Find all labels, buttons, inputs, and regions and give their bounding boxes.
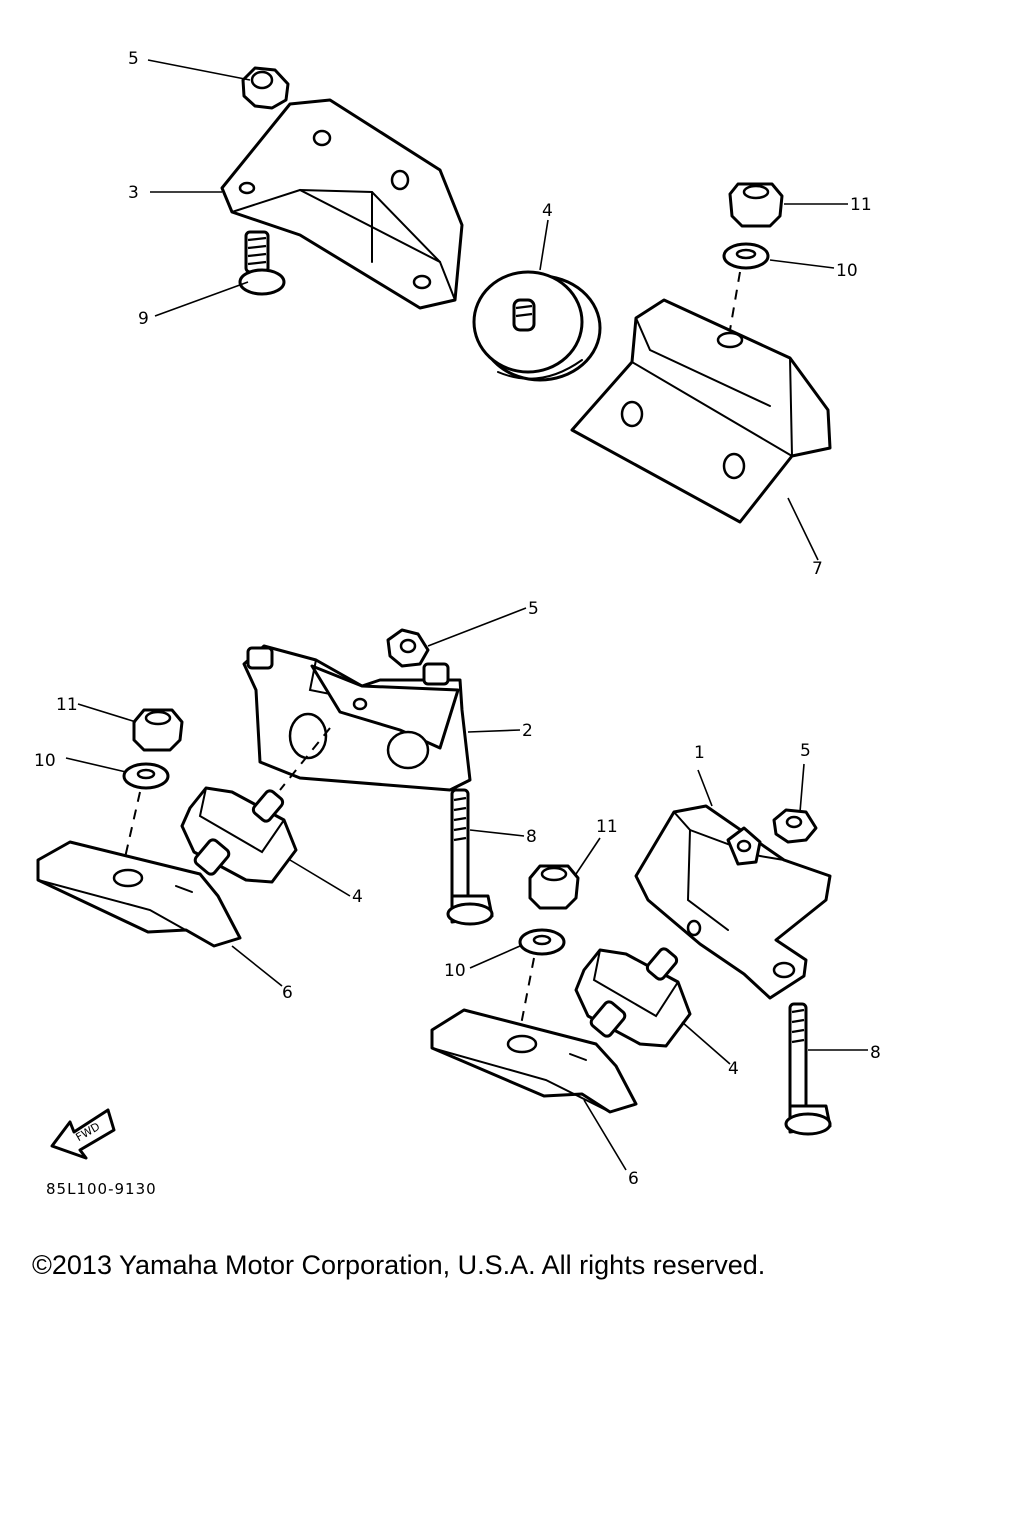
callout-5-right: 5 bbox=[800, 741, 811, 761]
part-7-bracket bbox=[570, 298, 832, 524]
callout-2: 2 bbox=[522, 721, 533, 741]
part-5-nut-right bbox=[772, 808, 818, 844]
part-10-washer-top bbox=[722, 242, 770, 270]
part-9-bolt bbox=[238, 230, 286, 296]
callout-5-mid: 5 bbox=[528, 599, 539, 619]
callout-3: 3 bbox=[128, 183, 139, 203]
part-11-nut-mid bbox=[528, 864, 580, 910]
part-2-bracket bbox=[242, 644, 472, 792]
part-11-nut-top bbox=[728, 182, 784, 228]
callout-10-mid: 10 bbox=[444, 961, 466, 981]
diagram-code: 85L100-9130 bbox=[46, 1180, 157, 1198]
part-4-damper-left bbox=[180, 786, 298, 884]
part-4-damper-right bbox=[574, 947, 692, 1048]
callout-11-left: 11 bbox=[56, 695, 78, 715]
part-10-washer-mid bbox=[518, 928, 566, 956]
callout-8-mid: 8 bbox=[526, 827, 537, 847]
copyright-notice: ©2013 Yamaha Motor Corporation, U.S.A. A… bbox=[32, 1250, 766, 1280]
part-5-nut-top bbox=[241, 66, 290, 110]
callout-10-left: 10 bbox=[34, 751, 56, 771]
part-4-damper-top bbox=[472, 270, 602, 382]
part-5-nut-mid bbox=[386, 628, 430, 668]
callout-4-right: 4 bbox=[728, 1059, 739, 1079]
callout-11-top: 11 bbox=[850, 195, 872, 215]
callout-4-top: 4 bbox=[542, 201, 553, 221]
callout-6-left: 6 bbox=[282, 983, 293, 1003]
callout-6-right: 6 bbox=[628, 1169, 639, 1189]
callout-11-mid: 11 bbox=[596, 817, 618, 837]
callout-8-right: 8 bbox=[870, 1043, 881, 1063]
callout-9: 9 bbox=[138, 309, 149, 329]
callout-1: 1 bbox=[694, 743, 705, 763]
part-11-nut-left bbox=[132, 708, 184, 752]
callout-4-left: 4 bbox=[352, 887, 363, 907]
part-10-washer-left bbox=[122, 762, 170, 790]
callout-7: 7 bbox=[812, 559, 823, 579]
part-1-bracket bbox=[634, 804, 832, 1000]
part-8-bolt-right bbox=[784, 1002, 832, 1136]
leader-lines bbox=[65, 59, 868, 1171]
callout-5-top: 5 bbox=[128, 49, 139, 69]
part-8-bolt-mid bbox=[446, 788, 494, 926]
part-3-bracket bbox=[220, 98, 464, 310]
part-6-plate-left bbox=[36, 840, 242, 948]
callout-10-top: 10 bbox=[836, 261, 858, 281]
part-6-plate-right bbox=[430, 1008, 638, 1114]
fwd-arrow-icon: FWD bbox=[50, 1108, 116, 1160]
